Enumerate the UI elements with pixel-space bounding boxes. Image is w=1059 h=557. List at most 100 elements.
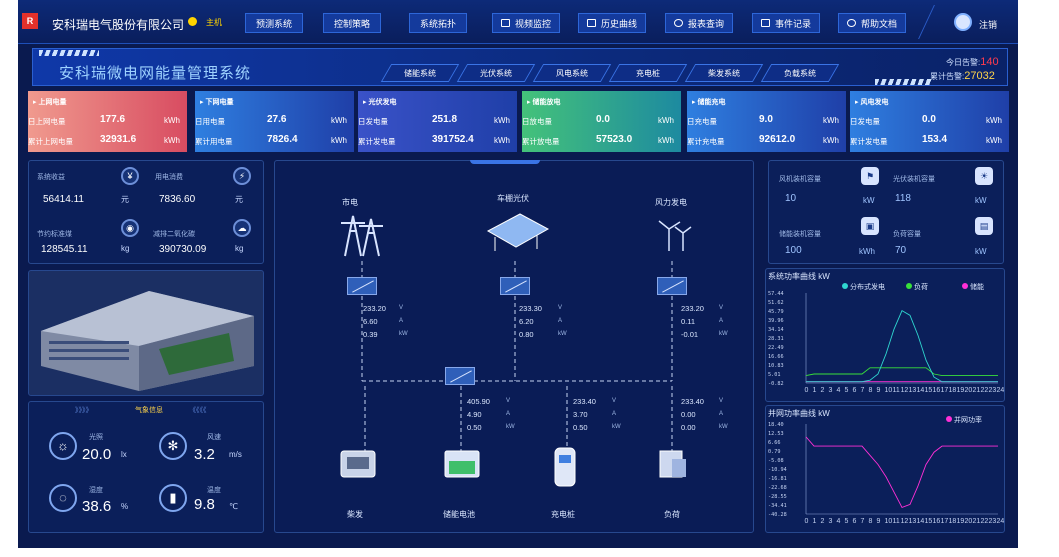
y-tick-label: -40.28 (768, 512, 787, 518)
tab-ess[interactable]: 储能系统 (380, 64, 460, 82)
card-title: ▸ 下网电量 (200, 99, 234, 106)
tab-diesel[interactable]: 柴发系统 (684, 64, 764, 82)
card-value: 0.0 (596, 114, 610, 125)
y-tick-label: 28.31 (768, 336, 784, 342)
x-tick-label: 2 (821, 518, 825, 525)
weather-decor-left: 》》》》 (75, 407, 93, 414)
host-status-dot (188, 17, 197, 26)
grid-converter[interactable] (347, 277, 377, 295)
nav-help[interactable]: 帮助文档 (838, 13, 906, 33)
app-window: R 安科瑞电气股份有限公司 主机 预测系统 控制策略 系统拓扑 视频监控 历史曲… (18, 0, 1018, 548)
pv-inverter[interactable] (500, 277, 530, 295)
x-tick-label: 4 (837, 518, 841, 525)
x-tick-label: 12 (901, 518, 909, 525)
tab-wind[interactable]: 风电系统 (532, 64, 612, 82)
card-value: 32931.6 (100, 134, 137, 145)
pv-capacity-icon: ☀ (975, 167, 993, 185)
panel-accent (470, 160, 540, 164)
light-unit: lx (121, 450, 127, 459)
legend-grid-power[interactable]: 并网功率 (946, 415, 982, 425)
y-tick-label: -28.55 (768, 494, 787, 500)
system-power-chart: 57.4451.6245.7939.9634.1428.3122.4916.66… (768, 291, 1004, 394)
nav-history[interactable]: 历史曲线 (578, 13, 646, 33)
metrics-panel: 系统收益 ¥ 56414.11 元 用电消费 ⚡ 7836.60 元 节约标准煤… (28, 160, 264, 264)
user-avatar-icon[interactable] (954, 13, 972, 31)
card-value: 9.0 (759, 114, 773, 125)
nav-report[interactable]: 报表查询 (665, 13, 733, 33)
ess-capacity-value: 100 (785, 245, 802, 256)
decor-stripes (875, 79, 931, 85)
battery-label: 储能电池 (443, 510, 475, 519)
nav-forecast[interactable]: 预测系统 (245, 13, 303, 33)
load-capacity-icon: ▤ (975, 217, 993, 235)
consume-unit: 元 (235, 195, 243, 204)
x-tick-label: 3 (829, 518, 833, 525)
y-tick-label: 5.01 (768, 372, 781, 378)
nav-control-strategy[interactable]: 控制策略 (323, 13, 381, 33)
temperature-label: 温度 (207, 487, 221, 494)
utility-tower-icon (341, 215, 383, 257)
tab-load[interactable]: 负载系统 (760, 64, 840, 82)
x-tick-label: 18 (949, 387, 957, 394)
video-icon (500, 19, 510, 27)
y-tick-label: -22.68 (768, 485, 787, 491)
x-tick-label: 18 (949, 518, 957, 525)
total-alarm[interactable]: 累计告警:27032 (930, 70, 995, 82)
wind-capacity-value: 10 (785, 193, 797, 204)
logout-link[interactable]: 注销 (979, 20, 998, 30)
temperature-value: 9.8 (194, 496, 215, 513)
coal-value: 128545.11 (41, 244, 88, 255)
card-unit: kWh (986, 116, 1002, 125)
income-unit: 元 (121, 195, 129, 204)
y-tick-label: 6.66 (768, 440, 781, 446)
wind-capacity-label: 风机装机容量 (779, 176, 821, 183)
ess-pcs[interactable] (445, 367, 475, 385)
wind-converter[interactable] (657, 277, 687, 295)
nav-events[interactable]: 事件记录 (752, 13, 820, 33)
nav-topology[interactable]: 系统拓扑 (409, 13, 467, 33)
card-row-label: 日放电量 (522, 117, 552, 126)
y-tick-label: 57.44 (768, 291, 784, 297)
y-tick-label: 51.62 (768, 300, 784, 306)
x-tick-label: 2 (821, 387, 825, 394)
coal-unit: kg (121, 244, 130, 253)
x-tick-label: 13 (909, 387, 917, 394)
y-tick-label: 45.79 (768, 309, 784, 315)
x-tick-label: 11 (893, 387, 900, 394)
x-tick-label: 5 (845, 518, 849, 525)
legend-ess[interactable]: 储能 (962, 282, 984, 292)
today-alarm[interactable]: 今日告警:140 (946, 56, 999, 68)
tab-charger[interactable]: 充电桩 (608, 64, 688, 82)
card-row-label: 累计充电量 (687, 137, 725, 146)
weather-title: 气象信息 (135, 407, 163, 414)
legend-pv[interactable]: 分布式发电 (842, 282, 885, 292)
card-unit: kWh (331, 116, 347, 125)
x-tick-label: 12 (901, 387, 909, 394)
x-tick-label: 23 (989, 518, 997, 525)
x-tick-label: 21 (973, 387, 981, 394)
x-tick-label: 0 (805, 387, 809, 394)
event-icon (760, 19, 770, 27)
tab-pv[interactable]: 光伏系统 (456, 64, 536, 82)
card-value: 27.6 (267, 114, 287, 125)
y-tick-label: -0.82 (768, 381, 784, 387)
y-tick-label: 12.53 (768, 431, 784, 437)
consume-value: 7836.60 (159, 194, 196, 205)
x-tick-label: 24 (997, 518, 1005, 525)
legend-load[interactable]: 负荷 (906, 282, 928, 292)
host-status-label: 主机 (206, 18, 222, 27)
nav-video[interactable]: 视频监控 (492, 13, 560, 33)
load-label: 负荷 (664, 510, 680, 519)
y-tick-label: 22.49 (768, 345, 784, 351)
coal-icon: ◉ (121, 219, 139, 237)
